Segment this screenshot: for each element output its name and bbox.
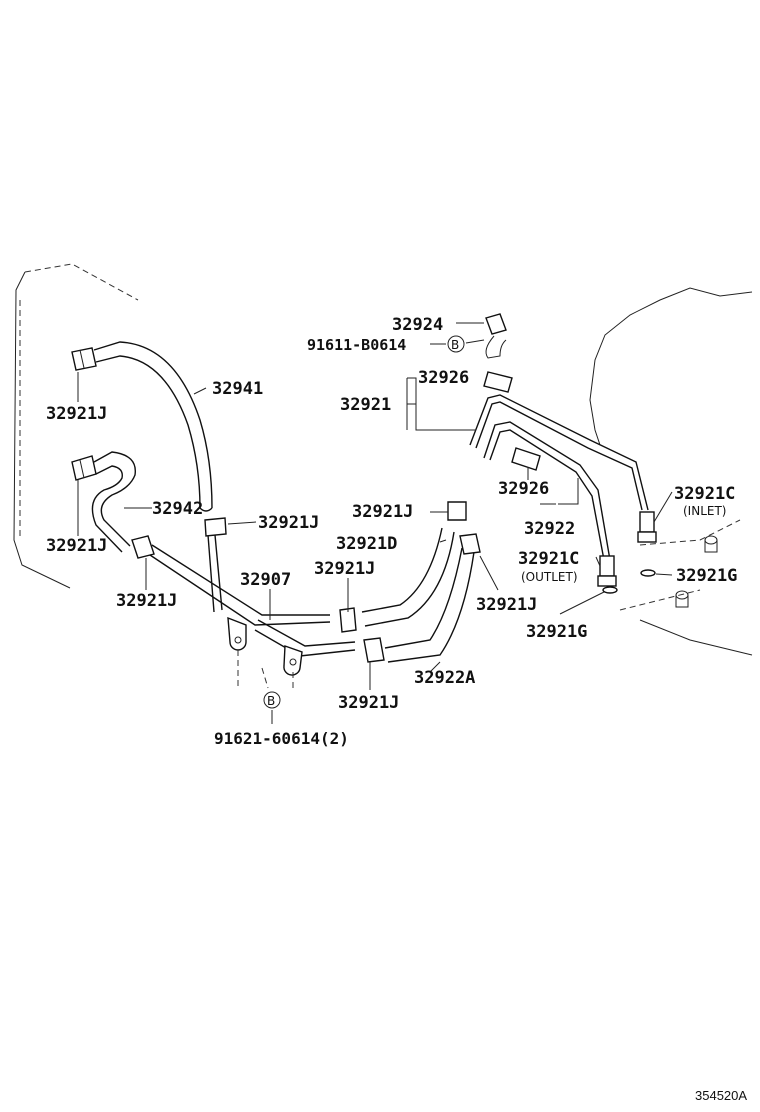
label-32921g-right: 32921G — [676, 566, 737, 586]
label-32922a: 32922A — [414, 668, 475, 688]
marker-b-top: B — [447, 335, 465, 353]
clamp-32921j-c2 — [339, 607, 357, 633]
pipe-32922 — [483, 421, 611, 561]
clamp-32921j-bottom-left — [131, 535, 155, 559]
transmission-outline — [589, 287, 753, 656]
clamp-32921j-top-left — [71, 347, 97, 371]
label-32921j-c4: 32921J — [338, 693, 399, 713]
label-32921c-outlet: 32921C — [518, 549, 579, 569]
fitting-32921c-inlet — [637, 511, 657, 577]
label-32921j-c1: 32921J — [352, 502, 413, 522]
label-32924: 32924 — [392, 315, 443, 335]
label-inlet: (INLET) — [683, 504, 726, 518]
label-32922: 32922 — [524, 519, 575, 539]
label-32921: 32921 — [340, 395, 391, 415]
marker-b-top-label: B — [451, 338, 459, 352]
engine-block-outline — [13, 263, 139, 589]
label-32921d: 32921D — [336, 534, 397, 554]
label-32921c-inlet: 32921C — [674, 484, 735, 504]
clamp-32921j-mid — [204, 517, 227, 537]
hose-32926-mid — [511, 447, 541, 471]
label-32921j-bottom-left: 32921J — [116, 591, 177, 611]
label-outlet: (OUTLET) — [521, 570, 578, 584]
clamp-32921j-c1 — [447, 501, 467, 521]
hose-32921d — [361, 527, 455, 627]
clamp-32921j-mid-left — [71, 455, 97, 481]
clamp-32924 — [485, 313, 507, 359]
marker-b-bottom: B — [263, 691, 281, 709]
pipe-32907 — [149, 534, 356, 690]
fitting-32921c-outlet — [597, 555, 618, 594]
label-32942: 32942 — [152, 499, 203, 519]
label-32921j-top-left: 32921J — [46, 404, 107, 424]
label-32921g-bottom: 32921G — [526, 622, 587, 642]
diagram-code: 354520A — [695, 1088, 747, 1103]
label-32926-top: 32926 — [418, 368, 469, 388]
label-32921j-c3: 32921J — [476, 595, 537, 615]
hose-32942 — [91, 451, 136, 553]
marker-b-bottom-label: B — [267, 694, 275, 708]
label-32921j-c2: 32921J — [314, 559, 375, 579]
hose-32926-top — [483, 371, 513, 393]
clamp-32921j-c4 — [363, 637, 385, 663]
label-32921j-mid-left: 32921J — [46, 536, 107, 556]
hose-32922a — [384, 547, 475, 663]
pipe-32921 — [469, 394, 649, 511]
label-32921j-mid: 32921J — [258, 513, 319, 533]
label-91611-b0614: 91611-B0614 — [307, 336, 406, 354]
label-32941: 32941 — [212, 379, 263, 399]
label-32926-mid: 32926 — [498, 479, 549, 499]
label-91621-60614: 91621-60614(2) — [214, 729, 349, 748]
hose-32941 — [93, 341, 213, 512]
leader-lines — [77, 322, 673, 724]
label-32907: 32907 — [240, 570, 291, 590]
clamp-32921j-c3 — [459, 533, 481, 555]
